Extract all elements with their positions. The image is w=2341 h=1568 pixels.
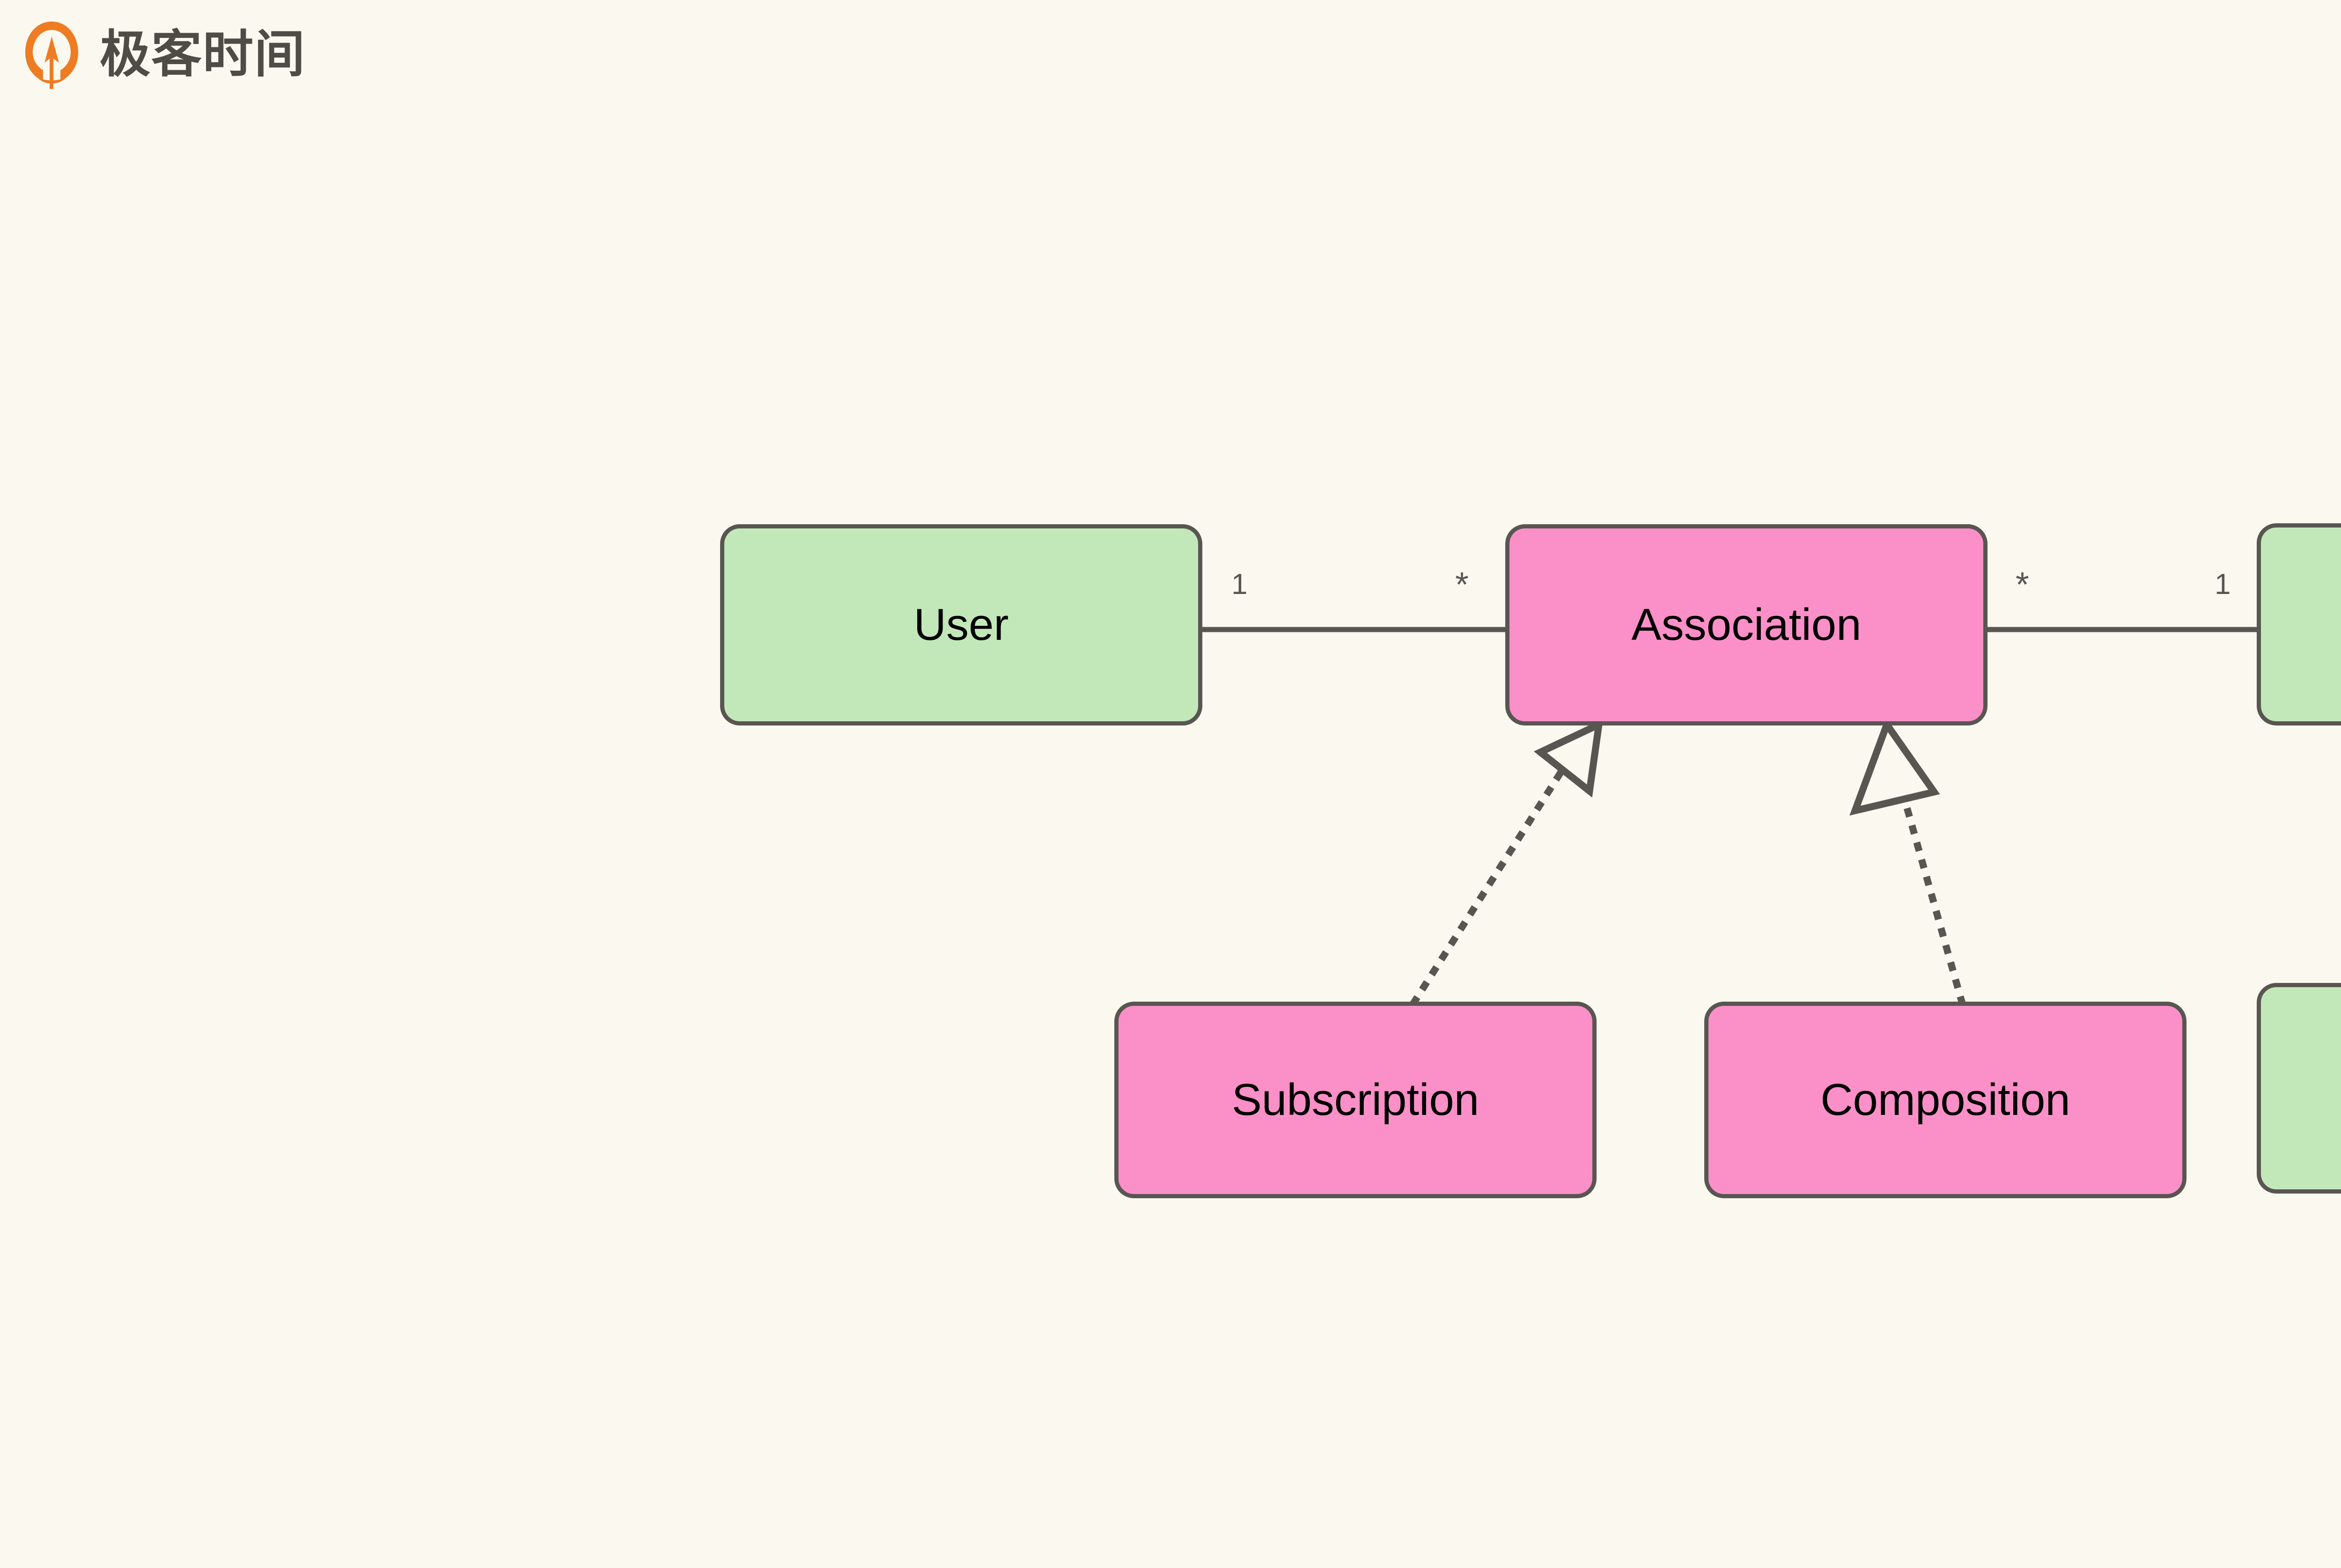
class-node-content[interactable]: Content bbox=[2257, 983, 2341, 1194]
multiplicity-label-association-right: * bbox=[2016, 565, 2029, 604]
class-node-subscription[interactable]: Subscription bbox=[1114, 1002, 1597, 1198]
class-node-label: Composition bbox=[1820, 1075, 2070, 1125]
multiplicity-label-user: 1 bbox=[1231, 568, 1248, 601]
class-node-association[interactable]: Association bbox=[1505, 524, 1988, 725]
class-node-label: User bbox=[913, 600, 1009, 650]
edge-user-association bbox=[1149, 607, 1505, 652]
class-node-user[interactable]: User bbox=[720, 524, 1202, 725]
edge-composition-association bbox=[1849, 717, 1966, 1006]
class-node-label: Subscription bbox=[1231, 1075, 1480, 1125]
edge-subscription-association bbox=[1409, 718, 1604, 1007]
hollow-triangle-icon bbox=[1849, 717, 1940, 816]
hollow-triangle-icon bbox=[1533, 718, 1604, 798]
multiplicity-label-column-left: 1 bbox=[2215, 568, 2231, 601]
class-node-column[interactable]: Column bbox=[2257, 523, 2341, 725]
class-node-composition[interactable]: Composition bbox=[1704, 1002, 2186, 1198]
class-node-label: Association bbox=[1631, 600, 1862, 650]
geektime-logo-icon bbox=[25, 22, 78, 89]
multiplicity-label-association-left: * bbox=[1455, 565, 1469, 604]
brand-name: 极客时间 bbox=[100, 25, 306, 84]
brand-logo: 极客时间 bbox=[22, 20, 306, 90]
